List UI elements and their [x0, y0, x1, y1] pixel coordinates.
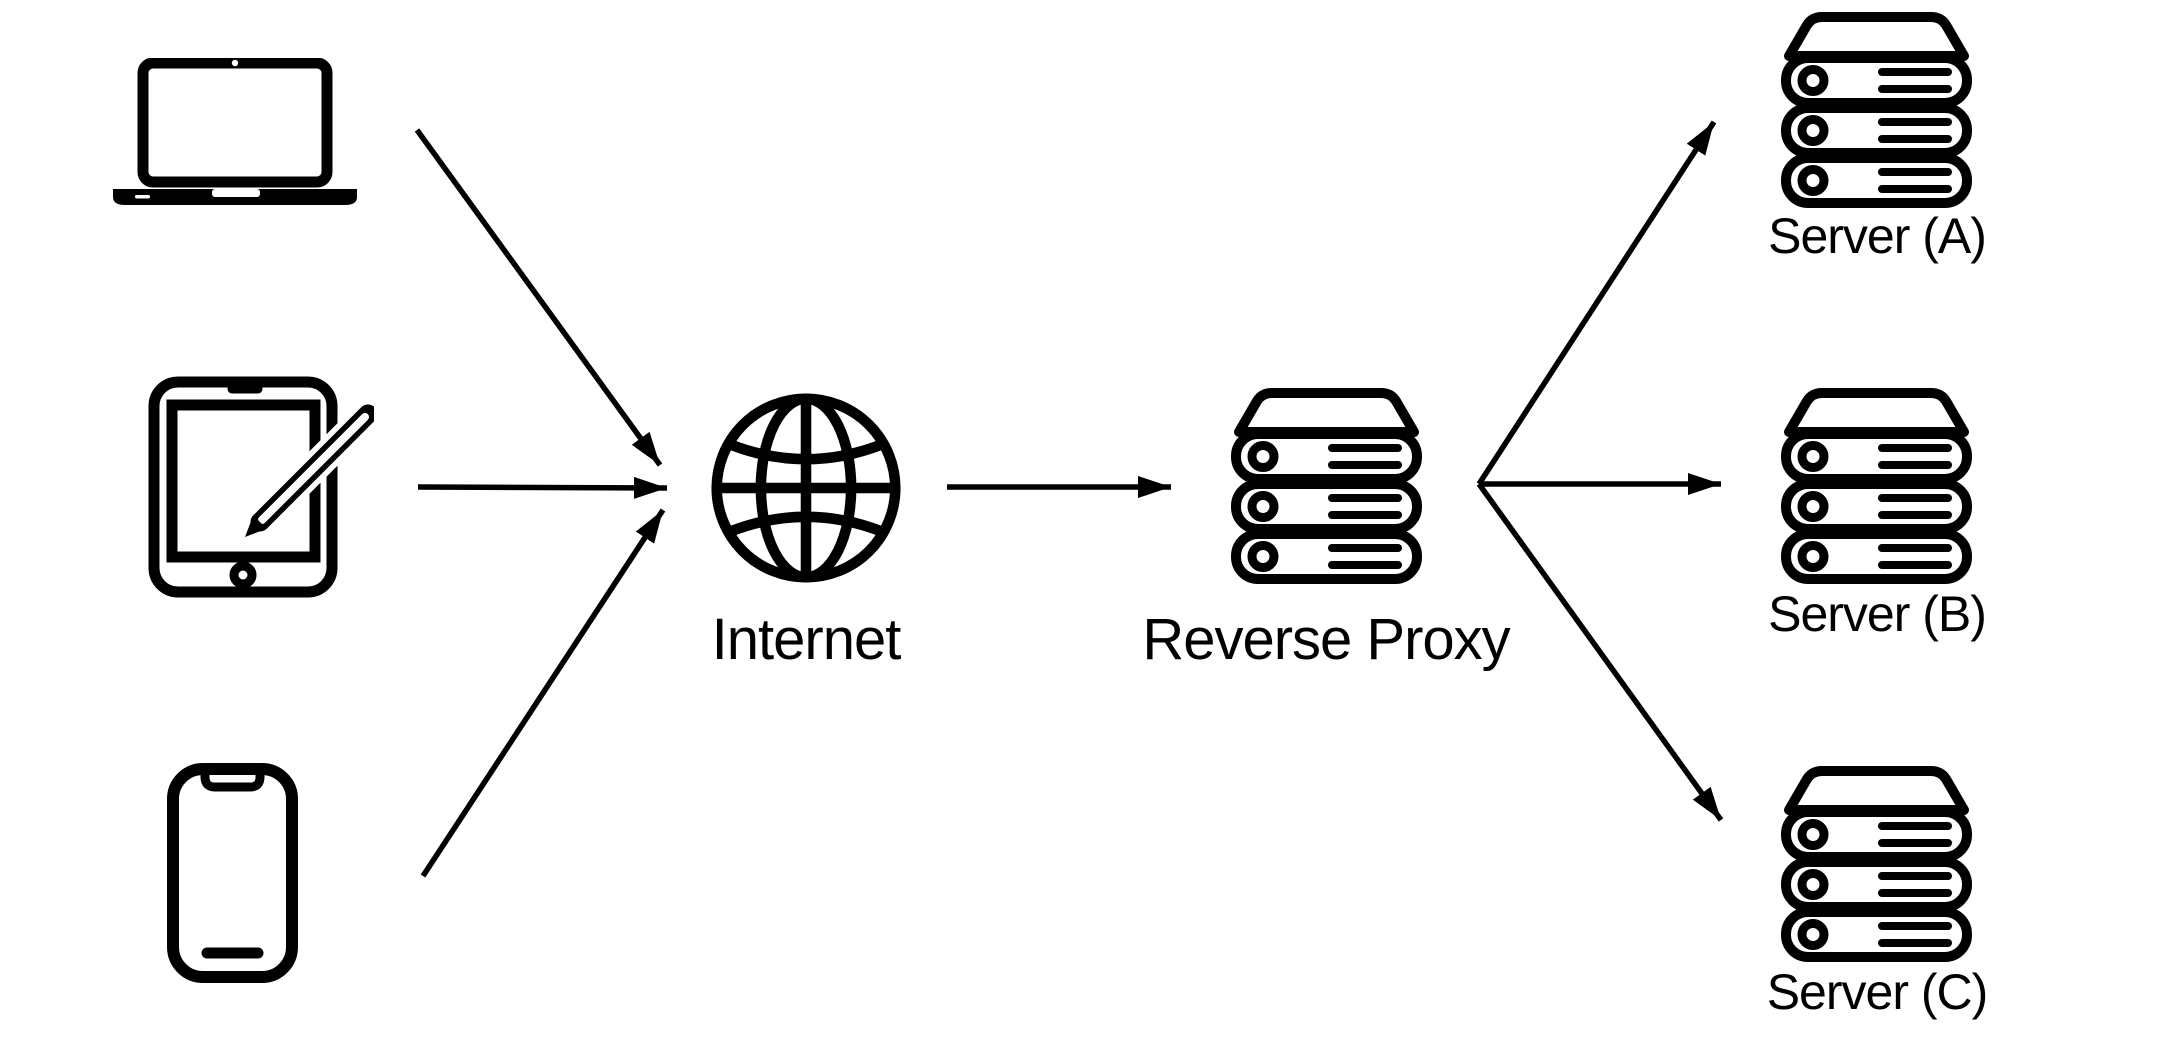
arrow-tablet-to-internet	[417, 476, 668, 499]
server-a-label: Server (A)	[1768, 208, 1987, 264]
laptop-icon	[113, 58, 357, 205]
server-c-node	[1780, 766, 1973, 962]
smartphone-icon	[167, 763, 298, 983]
client-laptop-node	[113, 58, 357, 205]
reverse-proxy-node	[1230, 388, 1423, 584]
globe-icon	[711, 393, 901, 583]
arrow-proxy-to-server-a	[1476, 120, 1717, 486]
arrow-proxy-to-server-c	[1476, 482, 1724, 822]
server-a-node	[1780, 12, 1973, 208]
client-phone-node	[167, 763, 298, 983]
reverse-proxy-label: Reverse Proxy	[1142, 607, 1510, 672]
arrow-laptop-to-internet	[414, 128, 663, 467]
internet-node	[710, 392, 902, 584]
server-stack-icon	[1780, 12, 1973, 208]
tablet-stylus-icon	[148, 376, 374, 598]
server-b-label: Server (B)	[1768, 586, 1987, 642]
server-b-node	[1780, 388, 1973, 584]
server-stack-icon	[1780, 388, 1973, 584]
server-stack-icon	[1780, 766, 1973, 962]
server-stack-icon	[1230, 388, 1423, 584]
internet-label: Internet	[711, 607, 902, 672]
client-tablet-node	[148, 376, 374, 598]
server-c-label: Server (C)	[1766, 964, 1989, 1020]
arrow-phone-to-internet	[420, 508, 666, 878]
